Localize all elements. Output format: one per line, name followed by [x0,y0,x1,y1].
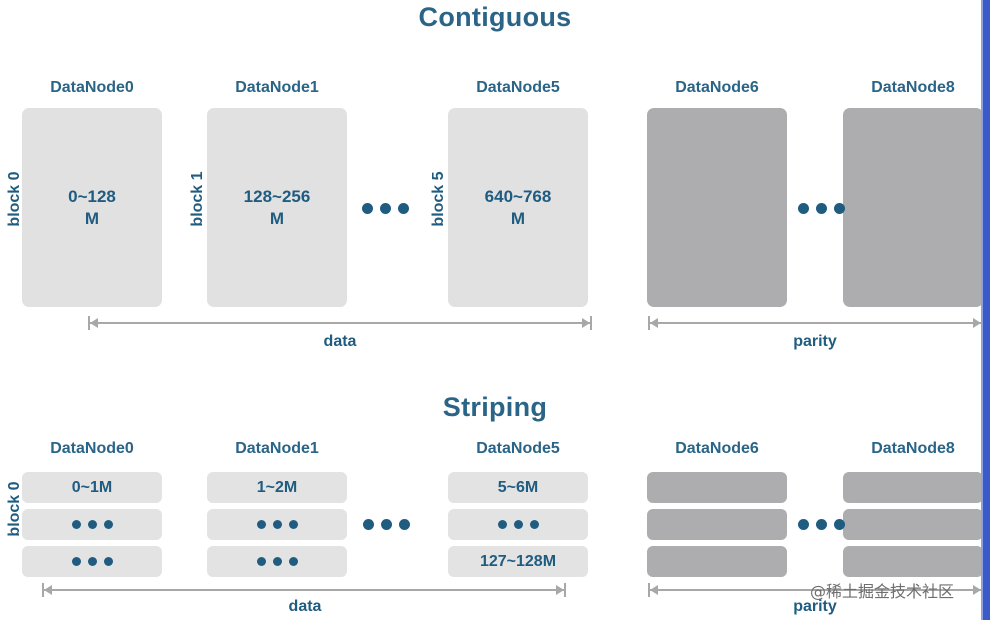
measure-label-parity-striping: parity [793,598,837,615]
striping-cell-dn5-r0: 5~6M [448,472,588,503]
block-text-line1: 640~768 [484,187,552,207]
node-caption-datanode6-contiguous: DataNode6 [675,79,759,96]
node-caption-datanode8-striping: DataNode8 [871,440,955,457]
node-caption-datanode5-striping: DataNode5 [476,440,560,457]
contiguous-data-block-0: 0~128 M [22,108,162,307]
ellipsis-striping-data [363,519,410,530]
measure-label-parity-contiguous: parity [793,333,837,350]
section-title-contiguous: Contiguous [418,2,572,32]
node-caption-datanode5-contiguous: DataNode5 [476,79,560,96]
striping-cell-dn0-r2 [22,546,162,577]
ellipsis-striping-parity [798,519,845,530]
striping-parity-cell-dn6-r1 [647,509,787,540]
node-caption-datanode1-striping: DataNode1 [235,440,319,457]
node-caption-datanode0-contiguous: DataNode0 [50,79,134,96]
block-text-line2: M [510,208,526,228]
striping-parity-cell-dn8-r1 [843,509,983,540]
contiguous-data-block-1: 128~256 M [207,108,347,307]
block-text-line2: M [84,208,100,228]
section-title-striping: Striping [442,392,548,422]
edge-strip [983,0,990,620]
edge-strip-inner [981,0,983,620]
striping-parity-cell-dn6-r0 [647,472,787,503]
watermark: @稀土掘金技术社区 [810,582,955,601]
striping-cell-dn0-r0: 0~1M [22,472,162,503]
striping-parity-cell-dn6-r2 [647,546,787,577]
block-label-1-contiguous: block 1 [189,171,206,227]
ellipsis-dn0-r2 [71,557,113,566]
measure-arrow-data-contiguous [88,316,592,330]
contiguous-parity-block-6 [647,108,787,307]
block-text-line1: 128~256 [243,187,311,207]
node-caption-datanode6-striping: DataNode6 [675,440,759,457]
ellipsis-dn1-r2 [256,557,298,566]
ellipsis-contiguous-data [362,203,409,214]
striping-cell-dn1-r1 [207,509,347,540]
striping-parity-cell-dn8-r2 [843,546,983,577]
block-text-line1: 0~128 [68,187,116,207]
striping-cell-dn1-r0: 1~2M [207,472,347,503]
contiguous-parity-block-8 [843,108,983,307]
node-caption-datanode1-contiguous: DataNode1 [235,79,319,96]
node-caption-datanode0-striping: DataNode0 [50,440,134,457]
measure-arrow-data-striping [42,583,566,597]
block-label-5-contiguous: block 5 [430,171,447,227]
node-caption-datanode8-contiguous: DataNode8 [871,79,955,96]
striping-parity-cell-dn8-r0 [843,472,983,503]
striping-cell-dn5-r1 [448,509,588,540]
block-text-line2: M [269,208,285,228]
ellipsis-dn1-r1 [256,520,298,529]
measure-label-data-contiguous: data [323,333,357,350]
measure-arrow-parity-contiguous [648,316,983,330]
contiguous-data-block-5: 640~768 M [448,108,588,307]
striping-cell-dn1-r2 [207,546,347,577]
ellipsis-dn5-r1 [497,520,539,529]
measure-label-data-striping: data [288,598,322,615]
ellipsis-dn0-r1 [71,520,113,529]
striping-cell-dn5-r2: 127~128M [448,546,588,577]
striping-cell-dn0-r1 [22,509,162,540]
ellipsis-contiguous-parity [798,203,845,214]
